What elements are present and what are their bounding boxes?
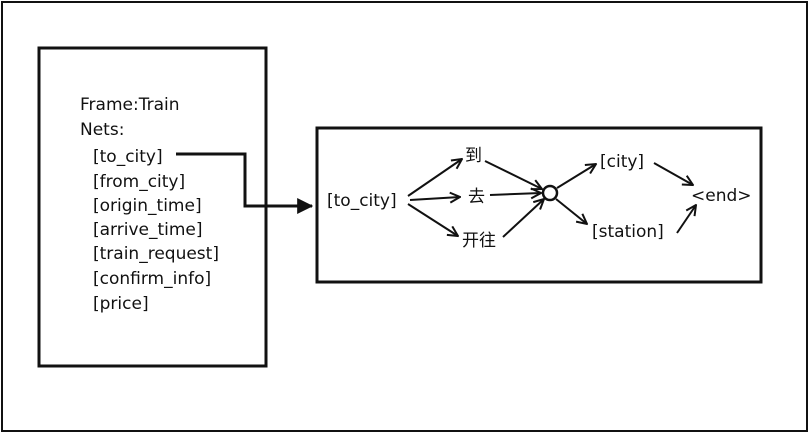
edge-junction-to-city	[556, 164, 596, 189]
edge-start-to-dao	[407, 159, 462, 197]
net-box	[315, 126, 763, 284]
expand-connector-arrow	[176, 152, 314, 214]
net-slot-origin-time: [origin_time]	[93, 196, 202, 216]
edge-dao-to-junction	[484, 160, 542, 189]
net-word-dao: 到	[465, 146, 482, 166]
edge-start-to-kaiwang	[407, 203, 458, 236]
edge-kaiwang-to-junction	[502, 199, 544, 238]
net-start-node: [to_city]	[327, 191, 397, 211]
net-end-node: <end>	[691, 186, 752, 206]
frame-title: Frame:Train	[80, 95, 180, 115]
net-slot-arrive-time: [arrive_time]	[93, 220, 203, 240]
edge-station-to-end	[676, 205, 696, 234]
net-slot-from-city: [from_city]	[93, 172, 185, 192]
net-target-station: [station]	[592, 222, 664, 242]
net-slot-confirm-info: [confirm_info]	[93, 269, 211, 289]
edge-qu-to-junction	[489, 193, 541, 195]
net-slot-to-city: [to_city]	[93, 147, 163, 167]
edge-start-to-qu	[409, 197, 460, 200]
net-junction-node	[541, 184, 559, 202]
net-slot-price: [price]	[93, 294, 149, 314]
net-word-kaiwang: 开往	[462, 231, 496, 251]
edge-junction-to-station	[555, 198, 587, 224]
nets-label: Nets:	[80, 120, 124, 140]
net-word-qu: 去	[468, 187, 485, 207]
net-target-city: [city]	[600, 152, 644, 172]
edge-city-to-end	[653, 162, 693, 185]
net-slot-train-request: [train_request]	[93, 244, 219, 264]
